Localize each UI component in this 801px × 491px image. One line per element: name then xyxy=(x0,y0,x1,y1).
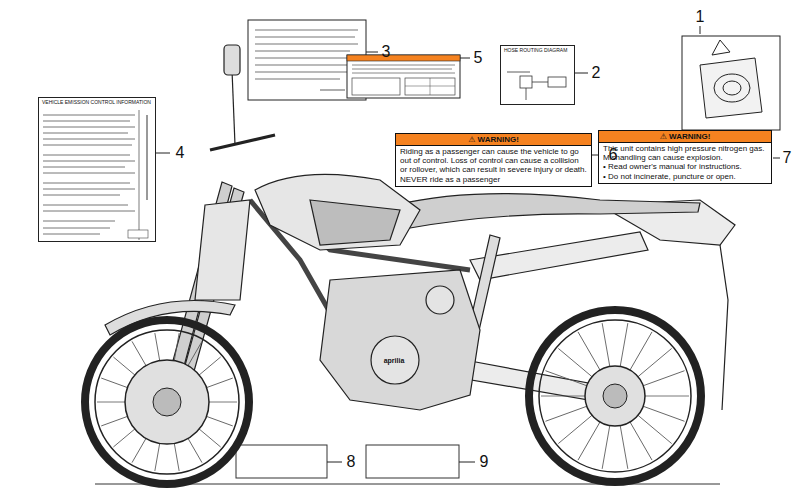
decal-text: Riding as a passenger can cause the vehi… xyxy=(400,147,587,184)
callout-number: 7 xyxy=(783,149,792,167)
decal-text: This unit contains high pressure nitroge… xyxy=(603,144,767,162)
decal-text: • Read owner's manual for instructions. xyxy=(603,162,767,171)
callout-number: 3 xyxy=(382,43,391,61)
brand-mark: aprilia xyxy=(384,357,405,364)
decal-body: Riding as a passenger can cause the vehi… xyxy=(396,146,591,185)
callout-number: 6 xyxy=(609,146,618,164)
decal-heading: HOSE ROUTING DIAGRAM xyxy=(501,46,574,56)
warning-decal: ⚠ WARNING!This unit contains high pressu… xyxy=(598,130,772,184)
callout-number: 5 xyxy=(474,49,483,67)
callout-number: 2 xyxy=(592,64,601,82)
callout-number: 1 xyxy=(696,8,705,26)
decal-heading: ⚠ WARNING! xyxy=(396,134,591,146)
decal-body: This unit contains high pressure nitroge… xyxy=(599,143,771,182)
decal-heading: ⚠ WARNING! xyxy=(599,131,771,143)
warning-decal: ⚠ WARNING!Riding as a passenger can caus… xyxy=(395,133,592,187)
decal-text: • Do not incinerate, puncture or open. xyxy=(603,172,767,181)
callout-number: 9 xyxy=(480,453,489,471)
callout-number: 4 xyxy=(176,144,185,162)
decal-heading: VEHICLE EMISSION CONTROL INFORMATION xyxy=(39,98,155,108)
emission-decal: VEHICLE EMISSION CONTROL INFORMATION xyxy=(38,97,156,242)
emission-decal: HOSE ROUTING DIAGRAM xyxy=(500,45,575,105)
callout-number: 8 xyxy=(347,453,356,471)
